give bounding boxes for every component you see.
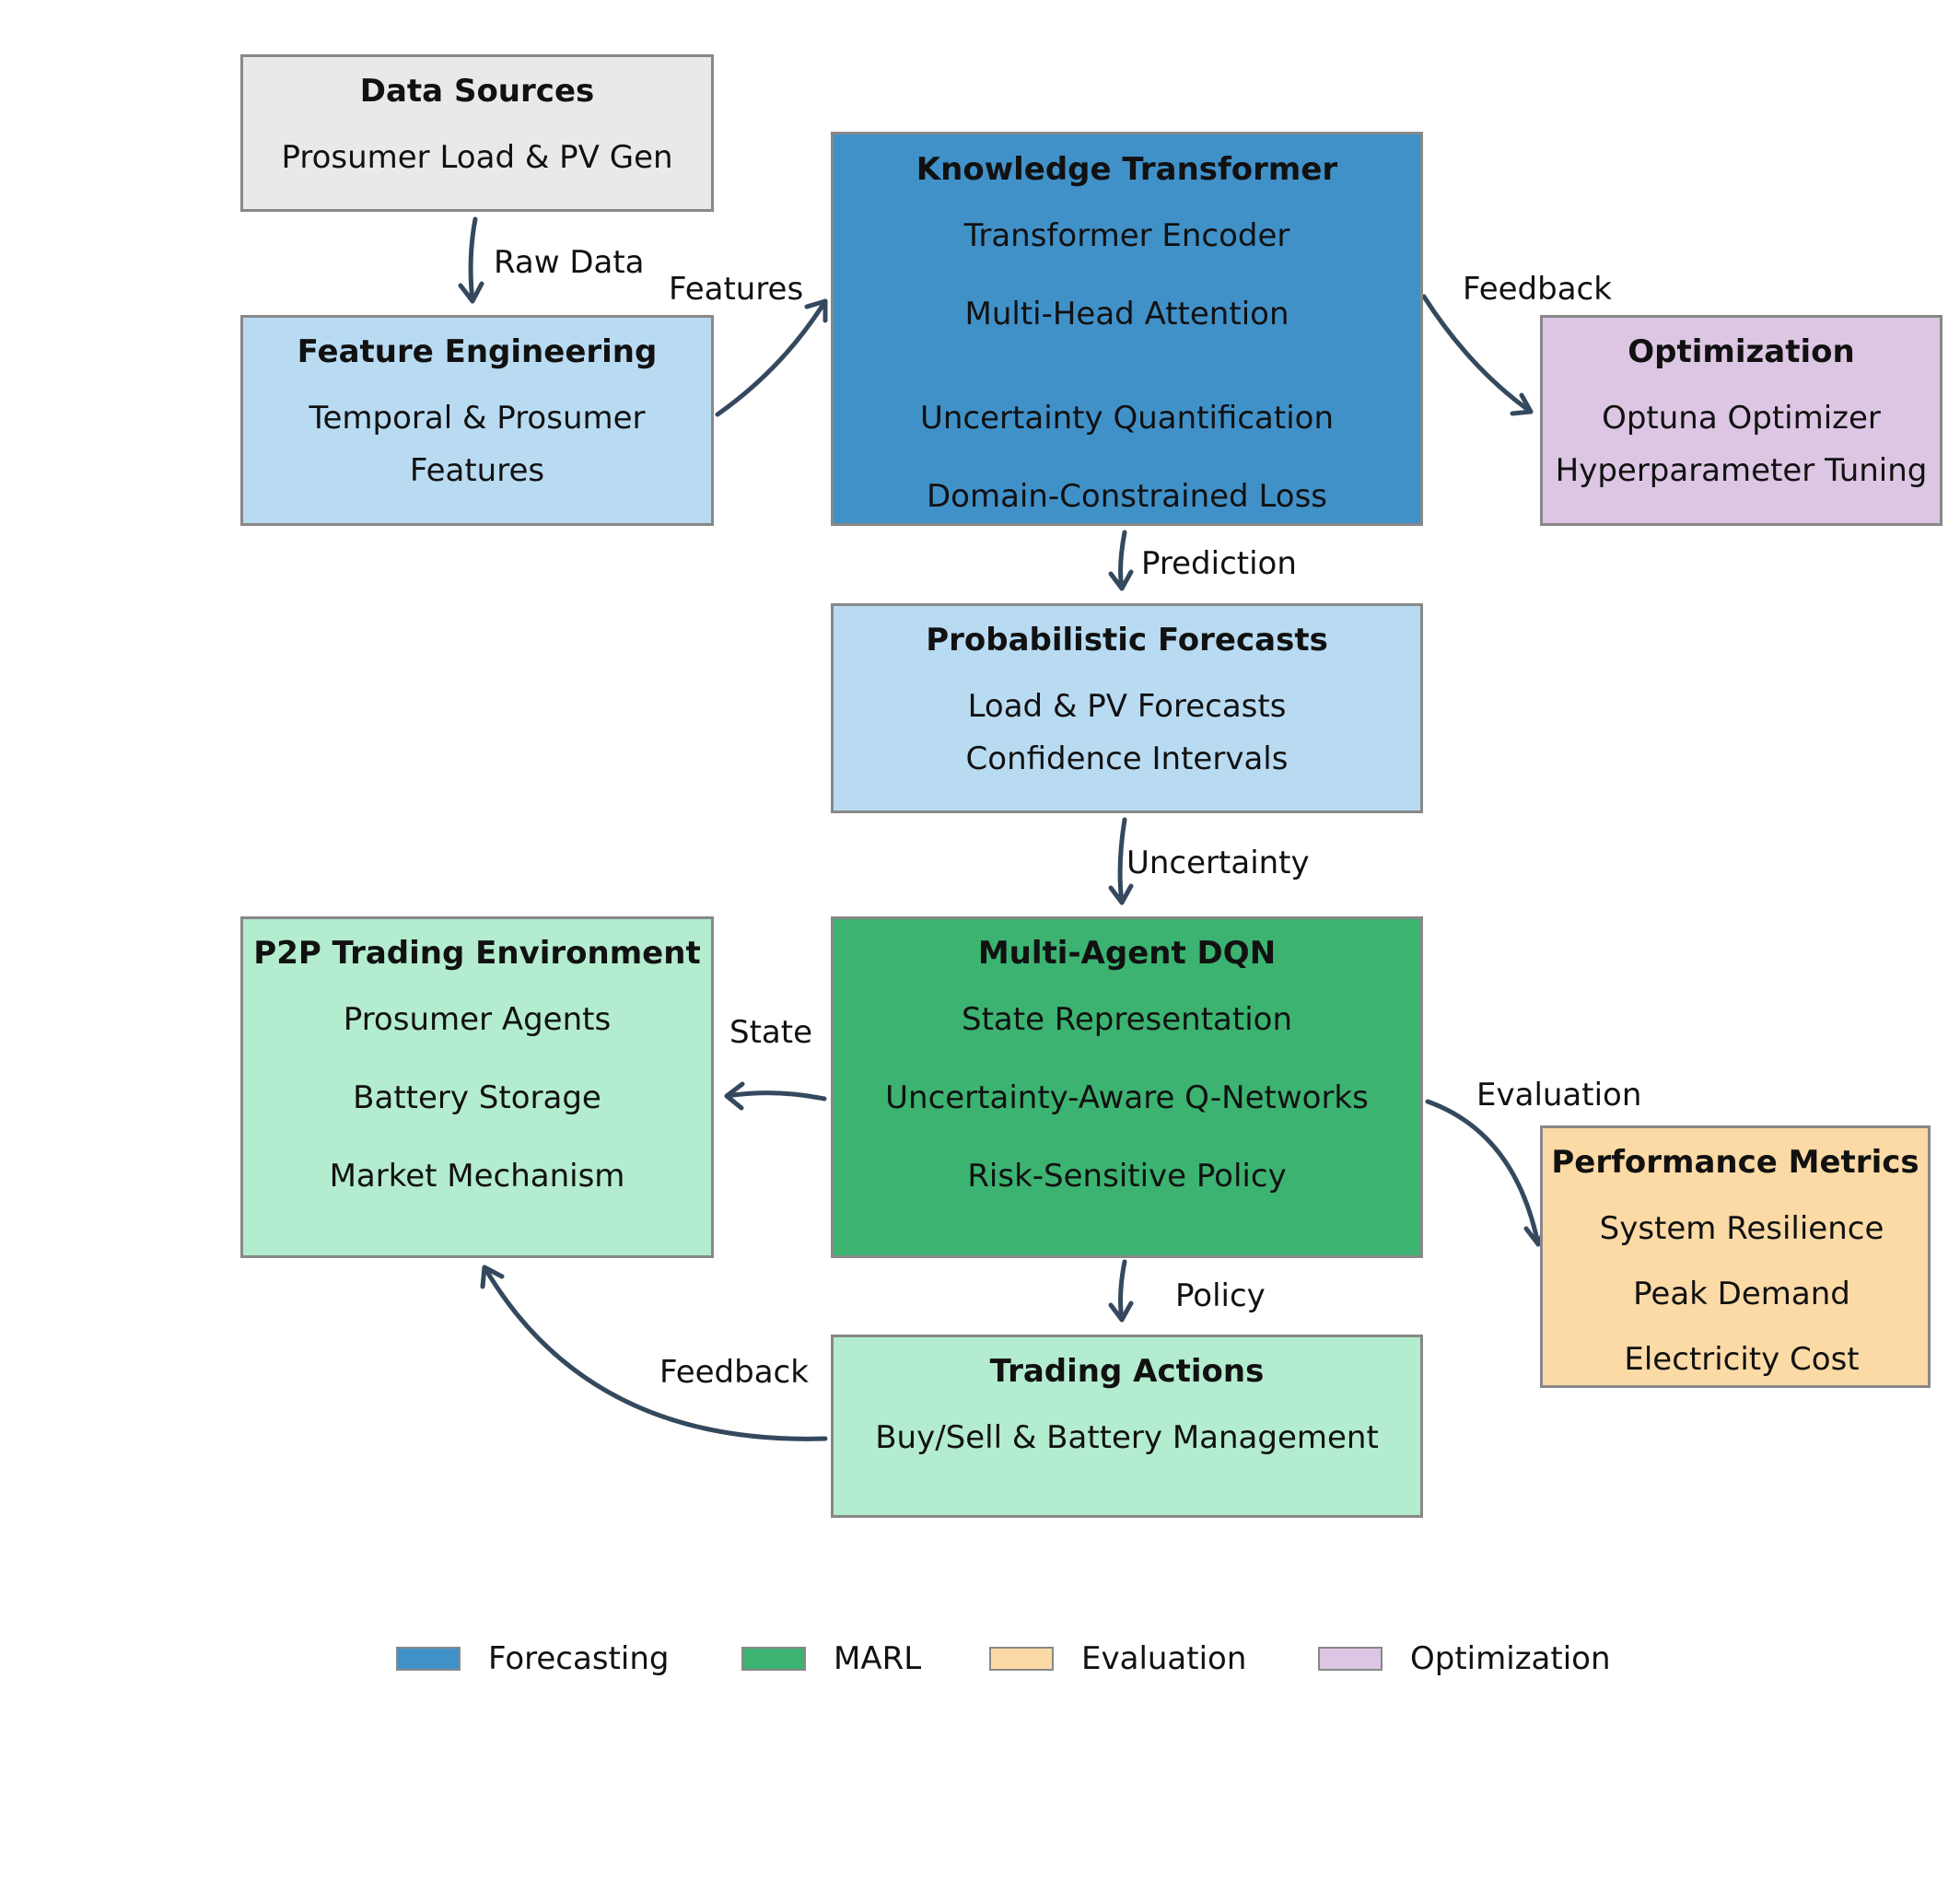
- performance-metrics-title: Performance Metrics: [1551, 1144, 1919, 1181]
- probabilistic-forecasts-title: Probabilistic Forecasts: [926, 622, 1328, 659]
- p2p-trading-environment-box: P2P Trading Environment Prosumer Agents …: [240, 916, 714, 1258]
- optimization-line-1: Optuna Optimizer: [1602, 400, 1881, 437]
- legend-swatch-forecasting: [396, 1647, 461, 1671]
- multi-agent-dqn-line-1: State Representation: [961, 1001, 1293, 1038]
- legend-swatch-marl: [741, 1647, 806, 1671]
- legend-swatch-evaluation: [989, 1647, 1054, 1671]
- multi-agent-dqn-box: Multi-Agent DQN State Representation Unc…: [831, 916, 1423, 1258]
- arrowhead-feedback-top: [1510, 392, 1534, 416]
- arrow-state: [724, 1090, 827, 1102]
- edge-label-uncertainty: Uncertainty: [1126, 845, 1310, 881]
- edge-label-state: State: [729, 1014, 812, 1051]
- knowledge-transformer-box: Knowledge Transformer Transformer Encode…: [831, 132, 1423, 526]
- performance-metrics-line-1: System Resilience: [1599, 1210, 1884, 1247]
- trading-actions-title: Trading Actions: [989, 1353, 1265, 1390]
- arrowhead-state: [724, 1081, 745, 1111]
- arrowhead-feedback-bottom: [480, 1265, 505, 1289]
- arrow-uncertainty: [1117, 817, 1127, 905]
- legend-item-optimization: Optimization: [1318, 1640, 1611, 1677]
- multi-agent-dqn-title: Multi-Agent DQN: [977, 935, 1277, 972]
- knowledge-transformer-line-3: Uncertainty Quantification: [920, 400, 1334, 437]
- arrow-policy: [1118, 1259, 1127, 1323]
- arrow-feedback-top: [1421, 294, 1534, 414]
- feature-engineering-line-1: Temporal & Prosumer: [309, 400, 646, 437]
- legend-label-optimization: Optimization: [1410, 1640, 1611, 1677]
- legend-item-forecasting: Forecasting: [396, 1640, 669, 1677]
- p2p-trading-environment-line-1: Prosumer Agents: [343, 1001, 612, 1038]
- knowledge-transformer-title: Knowledge Transformer: [916, 151, 1338, 188]
- legend-label-evaluation: Evaluation: [1081, 1640, 1247, 1677]
- feature-engineering-line-2: Features: [409, 452, 545, 489]
- arrow-features: [715, 298, 828, 417]
- p2p-trading-environment-title: P2P Trading Environment: [253, 935, 701, 972]
- arrowhead-prediction: [1108, 569, 1134, 591]
- edge-label-evaluation: Evaluation: [1476, 1077, 1642, 1113]
- arrowhead-features: [804, 298, 828, 323]
- probabilistic-forecasts-box: Probabilistic Forecasts Load & PV Foreca…: [831, 603, 1423, 813]
- arrowhead-uncertainty: [1108, 883, 1134, 905]
- multi-agent-dqn-line-3: Risk-Sensitive Policy: [967, 1158, 1287, 1195]
- edge-label-feedback-bottom: Feedback: [659, 1354, 809, 1391]
- arrow-evaluation: [1425, 1099, 1541, 1247]
- knowledge-transformer-line-1: Transformer Encoder: [963, 217, 1290, 254]
- performance-metrics-line-2: Peak Demand: [1633, 1276, 1850, 1312]
- edge-label-policy: Policy: [1175, 1277, 1266, 1314]
- arrow-raw-data: [468, 216, 478, 304]
- multi-agent-dqn-line-2: Uncertainty-Aware Q-Networks: [885, 1079, 1369, 1116]
- data-sources-box: Data Sources Prosumer Load & PV Gen: [240, 54, 714, 212]
- legend-swatch-optimization: [1318, 1647, 1382, 1671]
- arrowhead-policy: [1108, 1300, 1134, 1323]
- arrowhead-raw-data: [458, 281, 484, 304]
- trading-actions-line-1: Buy/Sell & Battery Management: [875, 1419, 1379, 1456]
- edge-label-features: Features: [669, 271, 804, 308]
- optimization-line-2: Hyperparameter Tuning: [1555, 452, 1928, 489]
- edge-label-feedback-top: Feedback: [1463, 271, 1612, 308]
- legend-label-forecasting: Forecasting: [488, 1640, 670, 1677]
- data-sources-title: Data Sources: [359, 73, 595, 110]
- trading-actions-box: Trading Actions Buy/Sell & Battery Manag…: [831, 1335, 1423, 1518]
- performance-metrics-box: Performance Metrics System Resilience Pe…: [1540, 1125, 1931, 1388]
- data-sources-line-1: Prosumer Load & PV Gen: [281, 139, 673, 176]
- knowledge-transformer-line-4: Domain-Constrained Loss: [926, 478, 1328, 515]
- feature-engineering-box: Feature Engineering Temporal & Prosumer …: [240, 315, 714, 526]
- edge-label-raw-data: Raw Data: [494, 244, 645, 281]
- legend-label-marl: MARL: [834, 1640, 922, 1677]
- performance-metrics-line-3: Electricity Cost: [1624, 1341, 1860, 1378]
- knowledge-transformer-line-2: Multi-Head Attention: [964, 296, 1289, 332]
- legend-item-evaluation: Evaluation: [989, 1640, 1246, 1677]
- legend-item-marl: MARL: [741, 1640, 921, 1677]
- probabilistic-forecasts-line-2: Confidence Intervals: [965, 740, 1289, 777]
- optimization-title: Optimization: [1628, 333, 1855, 370]
- feature-engineering-title: Feature Engineering: [297, 333, 658, 370]
- edge-label-prediction: Prediction: [1141, 545, 1297, 582]
- arrow-feedback-bottom: [482, 1265, 828, 1441]
- optimization-box: Optimization Optuna Optimizer Hyperparam…: [1540, 315, 1942, 526]
- probabilistic-forecasts-line-1: Load & PV Forecasts: [967, 688, 1287, 725]
- p2p-trading-environment-line-3: Market Mechanism: [329, 1158, 625, 1195]
- p2p-trading-environment-line-2: Battery Storage: [353, 1079, 601, 1116]
